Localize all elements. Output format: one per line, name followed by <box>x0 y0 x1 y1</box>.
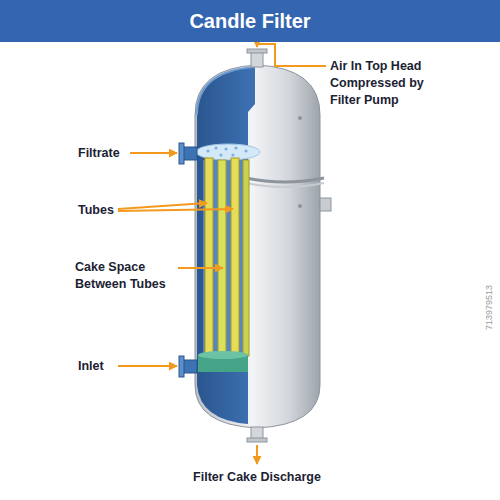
leader-line <box>118 365 177 367</box>
part-label: Inlet <box>78 358 138 375</box>
side-nozzle <box>320 198 331 211</box>
leader-line <box>257 44 326 66</box>
part-label: Air In Top Head Compressed by Filter Pum… <box>330 58 448 109</box>
diagram-title: Candle Filter <box>0 0 500 42</box>
inlet-nozzle <box>183 360 197 373</box>
shell-dot <box>298 204 302 208</box>
watermark-text: 713979513 <box>484 285 494 330</box>
cutaway-edge <box>197 67 255 115</box>
leader-line <box>118 203 207 209</box>
leader-line <box>178 267 223 269</box>
hole <box>231 153 234 156</box>
leader-arrows <box>118 40 326 464</box>
leader-line <box>256 445 258 464</box>
body-flange <box>246 183 324 187</box>
nozzle-flange <box>247 438 267 442</box>
shell-dot <box>298 116 302 120</box>
filter-tubes <box>205 158 249 356</box>
vessel-shell <box>195 65 320 428</box>
leader-line <box>118 209 233 211</box>
filtrate-nozzle <box>183 147 197 160</box>
tube-sheet-holes <box>206 146 247 156</box>
hole <box>206 149 209 152</box>
filter-tube <box>231 158 239 356</box>
part-label: Cake Space Between Tubes <box>75 259 177 293</box>
leader-line <box>130 152 177 154</box>
vessel-cutaway <box>197 67 255 424</box>
filter-tube <box>243 160 249 356</box>
part-label: Tubes <box>78 202 138 219</box>
nozzle-flange <box>247 49 267 53</box>
hole <box>234 146 237 149</box>
bottom-nozzle <box>251 427 263 439</box>
bottom-plate <box>198 351 248 359</box>
hole <box>224 147 227 150</box>
filter-tube <box>218 160 226 356</box>
top-nozzle <box>251 52 263 67</box>
part-label: Filtrate <box>78 145 138 162</box>
filter-tube <box>205 158 213 356</box>
nozzle-flange <box>179 356 184 377</box>
nozzle-flange <box>179 143 184 164</box>
body-flange <box>246 178 324 182</box>
part-label: Filter Cake Discharge <box>150 469 364 486</box>
hole <box>214 146 217 149</box>
hole <box>219 153 222 156</box>
hole <box>244 149 247 152</box>
